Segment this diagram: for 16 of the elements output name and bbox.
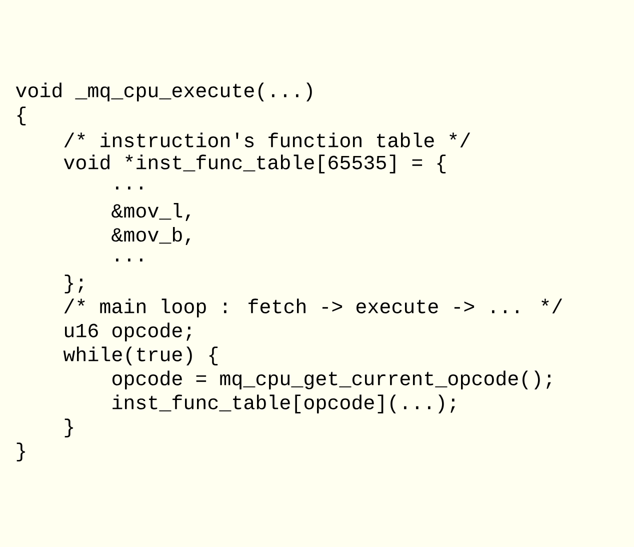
- code-line: /* main loop : fetch -> execute -> ... */: [64, 298, 562, 318]
- code-line: opcode = mq_cpu_get_current_opcode();: [112, 370, 551, 390]
- code-line: inst_func_table[opcode](...);: [112, 394, 455, 414]
- code-line: /* instruction's function table */: [64, 132, 470, 148]
- code-line: &mov_b,: [112, 226, 190, 246]
- code-line: {: [17, 106, 26, 126]
- code-line: void _mq_cpu_execute(...): [16, 82, 312, 102]
- code-line: }: [16, 442, 25, 462]
- code-line: void *inst_func_table[65535] = {: [64, 154, 446, 174]
- code-line: };: [64, 274, 83, 294]
- code-line: u16 opcode;: [65, 322, 191, 342]
- code-line: ...: [116, 258, 142, 262]
- code-line: }: [64, 418, 73, 438]
- code-line: &mov_l,: [112, 202, 190, 222]
- code-line: ...: [116, 186, 142, 190]
- code-line: while(true) {: [63, 346, 218, 366]
